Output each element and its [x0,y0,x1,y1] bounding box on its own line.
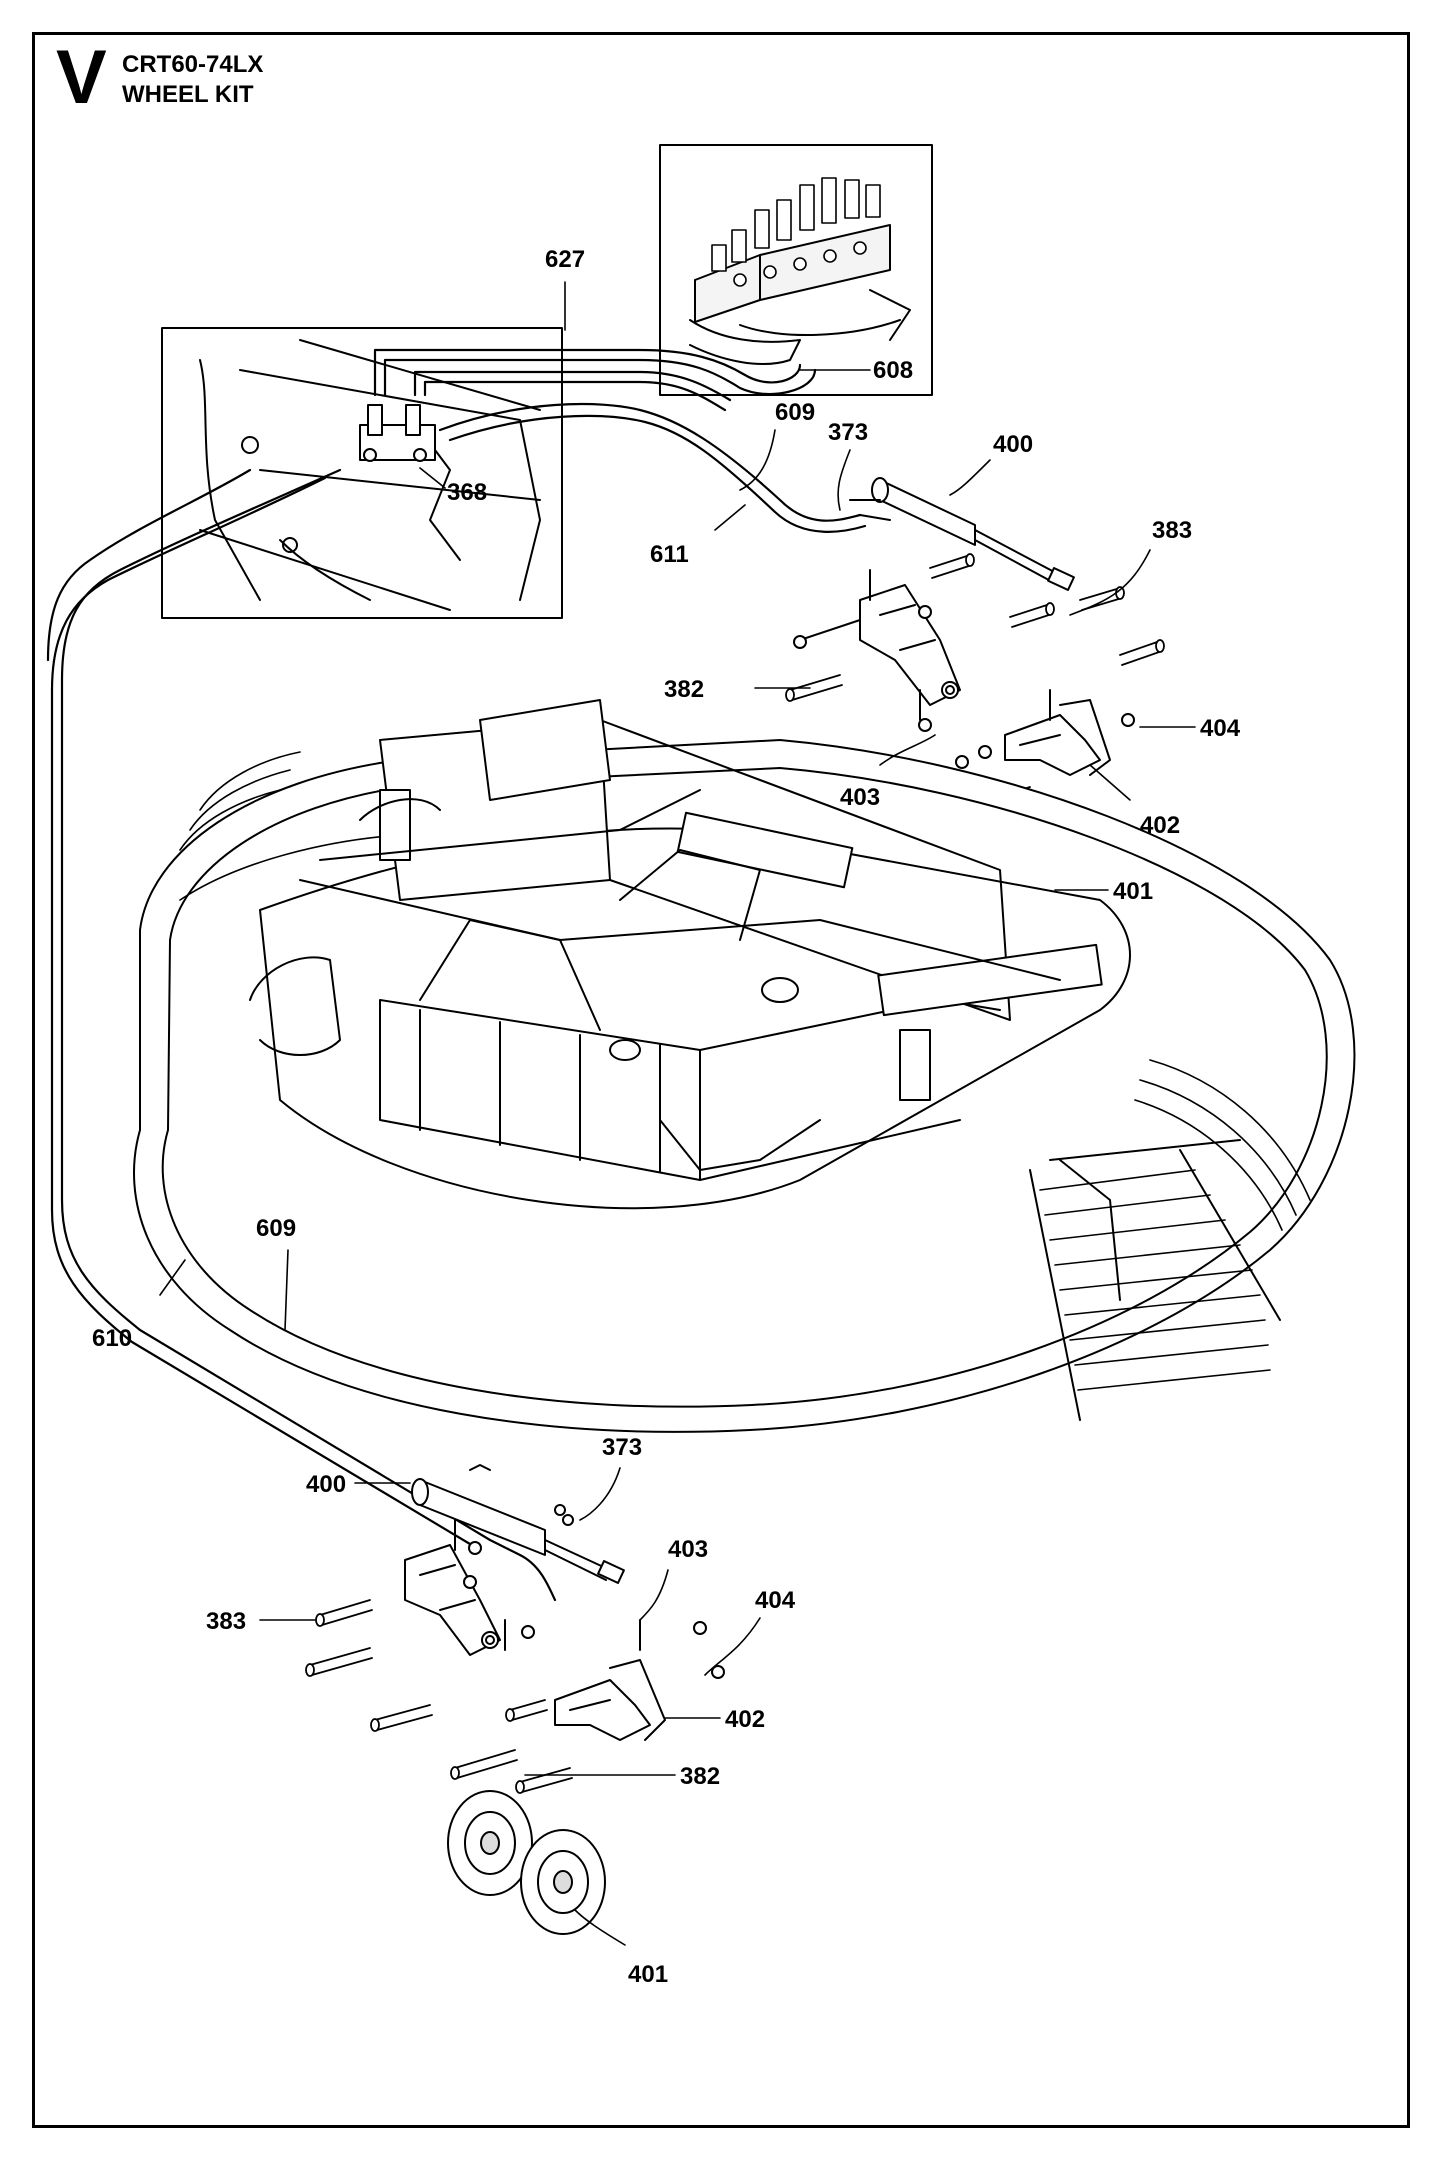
callout-400-top: 400 [993,431,1033,458]
hydraulic-hoses [46,348,867,1602]
callout-403-top: 403 [840,784,880,811]
cylinder-lower [411,1464,625,1584]
diagram-title: WHEEL KIT [122,81,254,108]
callout-611: 611 [650,541,689,568]
callout-404-top: 404 [1200,715,1241,742]
pins-lower [305,1599,573,1794]
cylinder-upper [849,477,1075,591]
callout-403-bottom: 403 [668,1536,708,1563]
callout-609-bottom: 609 [256,1215,296,1242]
callout-609-top: 609 [775,399,815,426]
callout-382-top: 382 [664,676,704,703]
bracket-lower-right [554,1619,725,1741]
callout-402-top: 402 [1140,812,1180,839]
bracket-lower-left [404,1519,535,1656]
wheels-lower [447,1790,606,1935]
section-letter: V [56,35,107,120]
callout-382-bottom: 382 [680,1763,720,1790]
callout-401-top: 401 [1113,878,1153,905]
callout-labels: 627 608 609 373 400 368 611 383 382 404 … [92,246,1241,1988]
callout-373-bottom: 373 [602,1434,642,1461]
callout-608: 608 [873,357,913,384]
callout-627: 627 [545,246,585,273]
mower-deck [133,699,1356,1433]
manifold-inset [161,327,563,619]
callout-383-top: 383 [1152,517,1192,544]
callout-383-bottom: 383 [206,1608,246,1635]
callout-404-bottom: 404 [755,1587,796,1614]
title-block: CRT60-74LX WHEEL KIT [122,50,263,110]
drawing-frame [32,32,1410,2128]
model-number: CRT60-74LX [122,51,264,78]
callout-610: 610 [92,1325,132,1352]
callout-402-bottom: 402 [725,1706,765,1733]
callout-368: 368 [447,479,487,506]
bracket-upper-right [955,689,1135,776]
leader-lines [159,281,1196,1946]
callout-373-top: 373 [828,419,868,446]
valve-block-inset [659,144,933,396]
callout-401-bottom: 401 [628,1961,668,1988]
bracket-upper-left [793,569,961,732]
callout-400-bottom: 400 [306,1471,346,1498]
